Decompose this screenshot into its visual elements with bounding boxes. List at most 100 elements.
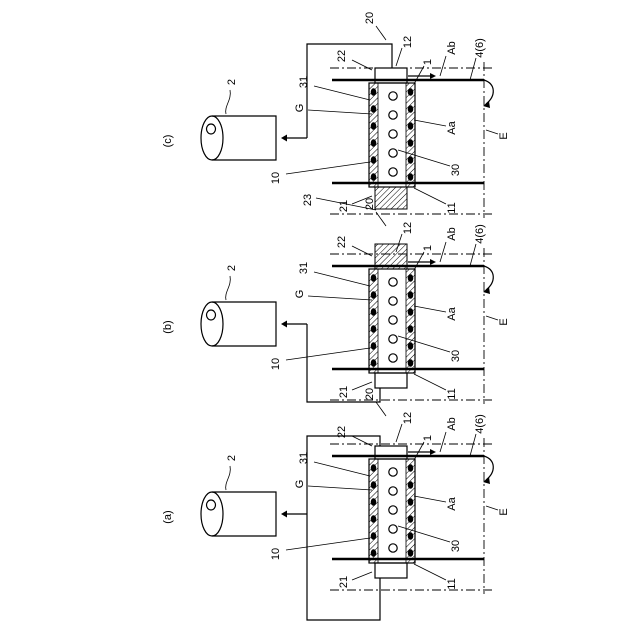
leader-label-Ab — [440, 56, 446, 76]
leader-label-22 — [352, 436, 372, 446]
bubble-G — [408, 342, 414, 350]
label-22: 22 — [336, 236, 348, 248]
label-21: 21 — [338, 200, 350, 212]
hole-30 — [389, 506, 397, 514]
hatched-wall-left — [369, 269, 378, 373]
label-1: 1 — [422, 245, 434, 251]
tank-body — [212, 116, 276, 160]
label-12: 12 — [402, 36, 414, 48]
label-2: 2 — [226, 79, 238, 85]
leader-label-20 — [376, 402, 386, 416]
label-E: E — [498, 508, 510, 515]
hole-30 — [389, 111, 397, 119]
label-E: E — [498, 132, 510, 139]
label-Ab: Ab — [446, 41, 458, 54]
hole-30 — [389, 354, 397, 362]
bubble-G — [371, 498, 377, 506]
leader-label-E — [486, 130, 498, 134]
leader-label-10 — [286, 538, 370, 550]
hatched-wall-right — [406, 459, 415, 563]
label-Aa: Aa — [446, 120, 458, 134]
bubble-G — [408, 139, 414, 147]
flow-arrow-Aa — [484, 266, 493, 290]
supply-arrow — [281, 321, 287, 328]
bubble-G — [408, 498, 414, 506]
supply-arrow — [281, 135, 287, 142]
flow-arrowhead — [430, 73, 436, 79]
leader-label-12 — [396, 48, 402, 66]
bubble-G — [371, 549, 377, 557]
tank-end — [201, 302, 223, 346]
leader-label-E — [486, 506, 498, 510]
bubble-G — [408, 549, 414, 557]
leader-label-31 — [314, 272, 370, 286]
leader-label-4-6 — [470, 58, 476, 80]
leader-label-Aa — [414, 306, 446, 312]
hole-30 — [389, 297, 397, 305]
tank-end — [201, 492, 223, 536]
cap-bottom — [375, 373, 407, 388]
label-Aa: Aa — [446, 496, 458, 510]
label-11: 11 — [446, 202, 458, 213]
bubble-G — [408, 156, 414, 164]
bubble-G — [371, 515, 377, 523]
label-1: 1 — [422, 435, 434, 441]
hole-30 — [389, 130, 397, 138]
label-4-6: 4(6) — [474, 224, 486, 244]
label-21: 21 — [338, 386, 350, 398]
bubble-G — [371, 274, 377, 282]
leader-label-4-6 — [470, 434, 476, 456]
label-2: 2 — [226, 455, 238, 461]
bubble-G — [371, 105, 377, 113]
hole-30 — [389, 168, 397, 176]
hatched-wall-right — [406, 83, 415, 187]
leader-label-G — [308, 110, 372, 114]
flow-arrow-Aa — [484, 80, 493, 104]
leader-label-G — [308, 296, 372, 300]
bubble-G — [371, 481, 377, 489]
tank-body — [212, 492, 276, 536]
bubble-G — [408, 325, 414, 333]
hole-30 — [389, 544, 397, 552]
leader-label-10 — [286, 348, 370, 360]
leader-label-31 — [314, 462, 370, 476]
label-12: 12 — [402, 412, 414, 424]
bubble-G — [371, 139, 377, 147]
bubble-G — [408, 515, 414, 523]
panel-c: (c)220121Ab4(6)2231GAaE3010112123 — [162, 12, 510, 218]
bubble-G — [371, 173, 377, 181]
leader-label-20 — [376, 26, 386, 40]
bubble-G — [371, 156, 377, 164]
hole-30 — [389, 487, 397, 495]
label-G: G — [294, 104, 306, 113]
label-20: 20 — [364, 388, 376, 400]
flow-arrow-Aa — [484, 456, 493, 480]
label-E: E — [498, 318, 510, 325]
bubble-G — [371, 532, 377, 540]
label-11: 11 — [446, 388, 458, 399]
flow-arrowhead — [430, 259, 436, 265]
leader-label-1 — [414, 66, 424, 84]
leader-2 — [226, 466, 231, 490]
hole-30 — [389, 335, 397, 343]
hatched-wall-left — [369, 459, 378, 563]
bubble-G — [371, 342, 377, 350]
hole-30 — [389, 278, 397, 286]
leader-2 — [226, 90, 231, 114]
bubble-G — [371, 88, 377, 96]
leader-label-4-6 — [470, 244, 476, 266]
flow-arrowhead — [430, 449, 436, 455]
bubble-G — [371, 359, 377, 367]
hole-30 — [389, 316, 397, 324]
label-31: 31 — [298, 452, 310, 464]
panel-a: (a)220121Ab4(6)2231GAaE30101121 — [162, 388, 510, 620]
leader-label-22 — [352, 246, 372, 256]
supply-arrow — [281, 511, 287, 518]
bubble-G — [408, 274, 414, 282]
leader-label-Aa — [414, 496, 446, 502]
label-Ab: Ab — [446, 417, 458, 430]
panel-label: (a) — [162, 510, 174, 523]
label-30: 30 — [450, 540, 462, 552]
panel-label: (b) — [162, 320, 174, 333]
